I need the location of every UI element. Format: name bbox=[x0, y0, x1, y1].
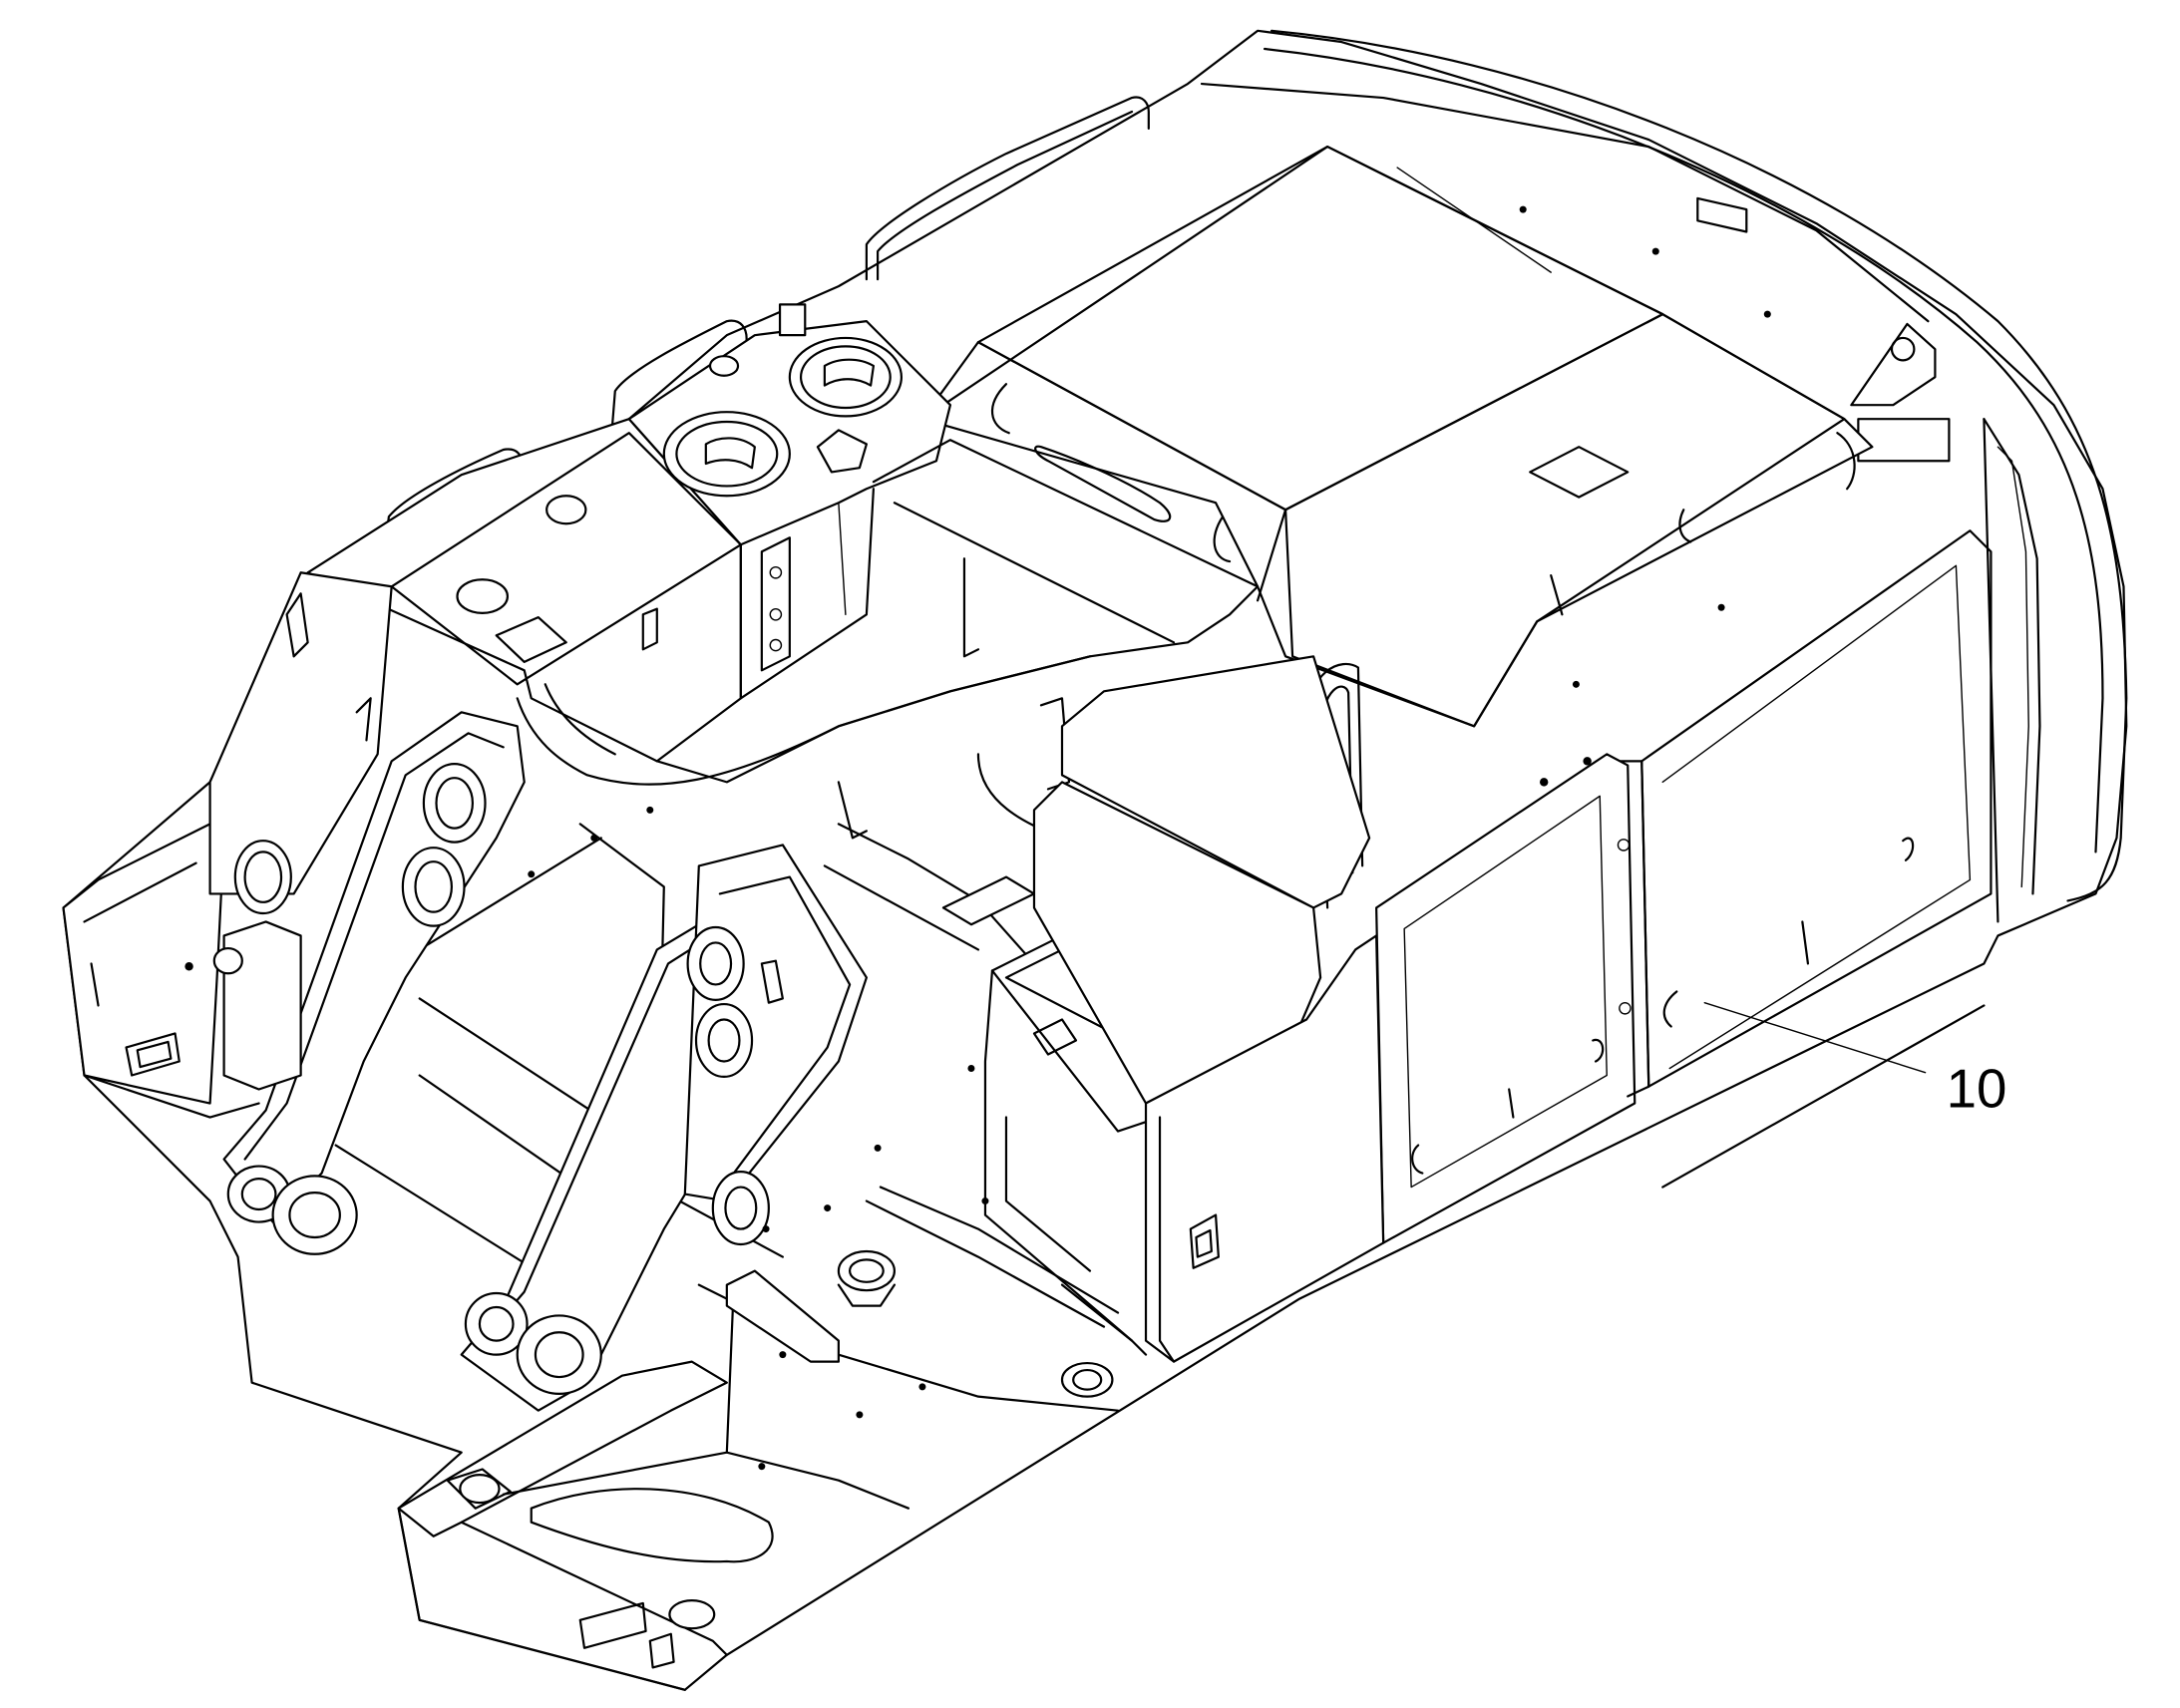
side-door-right bbox=[1621, 530, 1991, 1187]
boom-bracket-rear bbox=[224, 712, 525, 1253]
counterweight bbox=[1202, 31, 2126, 922]
left-side-panel bbox=[64, 572, 392, 1117]
tank-block bbox=[308, 304, 950, 761]
boom-bracket-front bbox=[462, 845, 867, 1410]
callout-10: 10 bbox=[1704, 1003, 2006, 1120]
front-cross-beam bbox=[399, 1251, 1113, 1690]
engine-hood bbox=[922, 147, 1872, 726]
fastener-dots bbox=[184, 205, 1771, 1471]
callout-label: 10 bbox=[1947, 1059, 2007, 1120]
callout-leader-line bbox=[1704, 1003, 1925, 1073]
front-housing bbox=[1034, 656, 1383, 1361]
